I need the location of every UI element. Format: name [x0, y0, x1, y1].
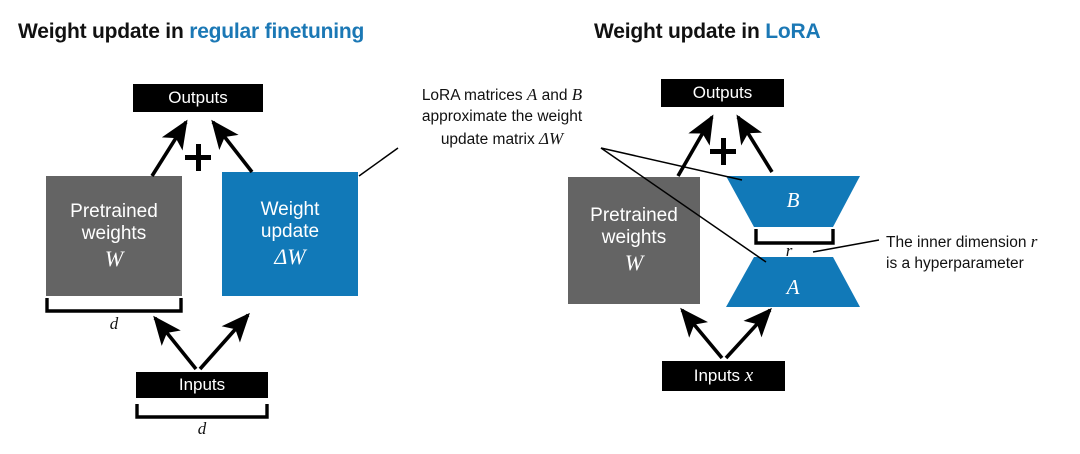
left-inputs-bracket: [135, 404, 269, 419]
left-arrow-inputs-to-weights: [153, 315, 198, 371]
leader-line-to-weight-update: [358, 147, 399, 177]
left-outputs-box: Outputs: [133, 84, 263, 112]
annotation-inner-dimension: The inner dimension r is a hyperparamete…: [886, 231, 1076, 275]
right-arrow-inputs-to-matrix-a: [724, 307, 772, 360]
panel-title-lora-prefix: Weight update in: [594, 20, 766, 43]
panel-title-regular-accent: regular finetuning: [189, 20, 365, 43]
left-inputs-label: Inputs: [178, 375, 226, 395]
left-update-line1: Weight: [260, 198, 320, 220]
annotation-inner-dimension-line1: The inner dimension r: [886, 232, 1038, 251]
left-weights-bracket-label: d: [109, 314, 119, 333]
right-arrow-weights-to-outputs: [676, 114, 714, 177]
right-inputs-label: Inputs x: [693, 364, 754, 386]
left-plus-operator-icon: [185, 144, 211, 171]
left-outputs-label: Outputs: [168, 88, 228, 108]
annotation-lora-matrices-line3: update matrix ΔW: [440, 128, 564, 148]
annotation-inner-dimension-line2: is a hyperparameter: [886, 254, 1024, 272]
left-inputs-box: Inputs: [136, 372, 268, 398]
leader-line-to-inner-dimension: [812, 239, 880, 253]
right-pretrained-weights-box: Pretrained weights W: [568, 177, 700, 304]
matrix-a-label: A: [786, 275, 800, 299]
left-weight-update-box: Weight update ΔW: [222, 172, 358, 296]
left-arrow-weights-to-outputs: [150, 119, 188, 177]
left-pretrained-symbol: W: [104, 245, 124, 271]
right-outputs-box: Outputs: [661, 79, 784, 107]
right-pretrained-line2: weights: [601, 227, 667, 249]
left-pretrained-weights-box: Pretrained weights W: [46, 176, 182, 296]
right-arrow-b-to-outputs: [736, 114, 774, 173]
panel-title-regular-finetuning: Weight update in regular finetuning: [18, 20, 364, 44]
left-update-symbol: ΔW: [274, 243, 306, 269]
annotation-lora-matrices-line1: LoRA matrices A and B: [421, 85, 583, 104]
matrix-a-trapezoid: A: [726, 257, 860, 307]
matrix-b-trapezoid: B: [726, 176, 860, 227]
left-pretrained-line2: weights: [81, 222, 147, 244]
annotation-lora-matrices: LoRA matrices A and B approximate the we…: [396, 84, 608, 150]
right-plus-operator-icon: [710, 138, 736, 165]
panel-title-regular-prefix: Weight update in: [18, 20, 190, 43]
left-arrow-update-to-outputs: [211, 119, 254, 174]
right-inputs-box: Inputs x: [662, 361, 785, 391]
panel-title-lora-accent: LoRA: [765, 20, 821, 43]
left-update-line2: update: [260, 220, 320, 242]
right-pretrained-line1: Pretrained: [590, 205, 678, 227]
left-arrow-inputs-to-update: [198, 312, 250, 371]
right-outputs-label: Outputs: [692, 83, 753, 103]
left-inputs-bracket-label: d: [197, 419, 207, 438]
left-pretrained-line1: Pretrained: [70, 200, 158, 222]
inner-dimension-bracket-label: r: [785, 241, 793, 260]
panel-title-lora: Weight update in LoRA: [594, 20, 821, 44]
right-pretrained-symbol: W: [624, 250, 644, 276]
right-arrow-inputs-to-weights: [680, 307, 724, 360]
matrix-b-label: B: [786, 188, 800, 212]
annotation-lora-matrices-line2: approximate the weight: [421, 107, 583, 125]
left-weights-bracket: [45, 298, 183, 313]
